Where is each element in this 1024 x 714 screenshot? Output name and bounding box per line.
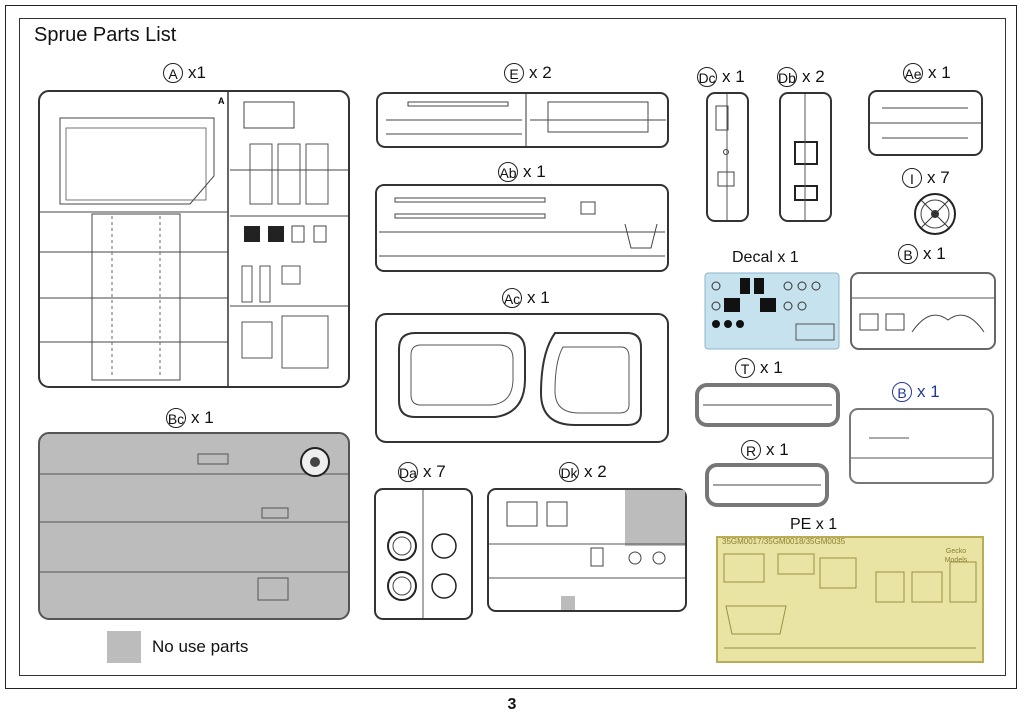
sprue-db-drawing	[779, 92, 832, 222]
content-frame	[19, 18, 1006, 676]
sprue-da-drawing	[374, 488, 473, 620]
pe-codes: 35GM0017/35GM0018/35GM0035	[722, 537, 846, 546]
sprue-ac-drawing	[375, 313, 669, 443]
decal-label: Decal x 1	[732, 249, 799, 266]
sprue-t-drawing	[695, 383, 840, 427]
svg-text:A: A	[218, 96, 225, 106]
pe-brand: Gecko Models	[944, 548, 968, 564]
sprue-a-drawing: A	[38, 90, 350, 388]
decal-sheet	[704, 272, 840, 350]
sprue-b-second-drawing	[849, 408, 994, 484]
sprue-dk-drawing	[487, 488, 687, 612]
page-title: Sprue Parts List	[34, 24, 177, 46]
sprue-dc-drawing	[706, 92, 749, 222]
page-number: 3	[507, 696, 517, 713]
no-use-legend-label: No use parts	[152, 637, 249, 656]
outer-frame	[5, 5, 1017, 689]
sprue-e-drawing	[376, 92, 669, 148]
pe-fret	[716, 536, 984, 663]
no-use-swatch	[107, 631, 141, 663]
sprue-i-drawing	[914, 193, 956, 235]
sprue-ae-drawing	[868, 90, 983, 156]
sprue-b-drawing	[850, 272, 996, 350]
sprue-bc-drawing	[38, 432, 350, 620]
sprue-r-drawing	[705, 463, 829, 507]
pe-label: PE x 1	[790, 516, 838, 533]
sprue-ab-drawing	[375, 184, 669, 272]
